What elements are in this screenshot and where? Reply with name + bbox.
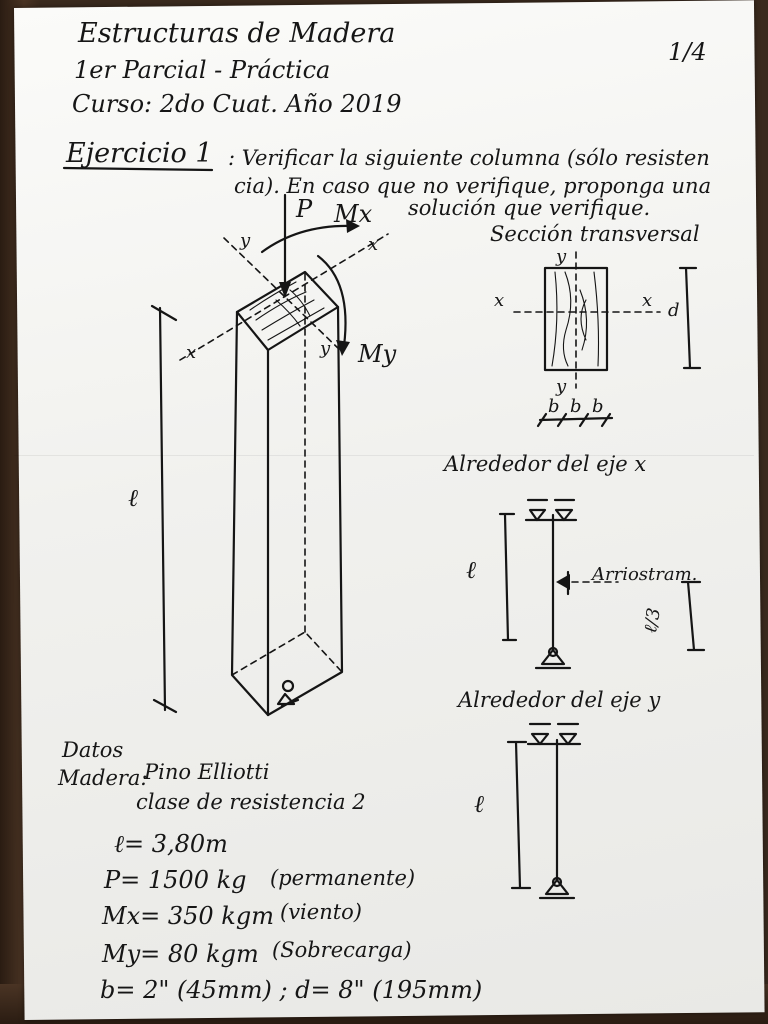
axis-y-bottom-label: y: [320, 338, 331, 359]
axis-x-support-diagram: [498, 498, 706, 670]
my-note: (Sobrecarga): [272, 938, 412, 962]
my-value: My= 80 kgm: [102, 940, 259, 968]
axis-x-length-label: ℓ: [466, 556, 476, 584]
exercise-text-line2: cia). En caso que no verifique, proponga…: [234, 174, 712, 198]
data-heading: Datos: [62, 738, 124, 762]
dimensions-value: b= 2" (45mm) ; d= 8" (195mm): [100, 976, 483, 1004]
column-length-label: ℓ: [128, 484, 138, 512]
column-drawing: [150, 193, 389, 717]
exercise-underline: [62, 166, 214, 172]
exam-title: 1er Parcial - Práctica: [74, 56, 331, 84]
length-value: ℓ= 3,80m: [114, 830, 228, 858]
section-y-bottom: y: [556, 376, 567, 397]
load-p-label: P: [296, 195, 313, 223]
bracing-label: Arriostram.: [592, 564, 698, 585]
axis-x-bottom-label: x: [186, 342, 197, 363]
section-d-label: d: [668, 300, 680, 321]
axis-y-length-label: ℓ: [474, 790, 484, 818]
moment-mx-label: Mx: [334, 200, 373, 228]
paper-fold: [14, 455, 754, 456]
axis-x-diagram-title: Alrededor del eje x: [444, 452, 647, 476]
third-length-label: ℓ/3: [639, 606, 666, 635]
moment-my-label: My: [358, 340, 397, 368]
exercise-text-line3: solución que verifique.: [408, 196, 651, 220]
mx-value: Mx= 350 kgm: [102, 902, 274, 930]
section-x-left: x: [494, 290, 505, 311]
section-x-right: x: [642, 290, 653, 311]
load-note: (permanente): [270, 866, 416, 890]
wood-class: clase de resistencia 2: [136, 790, 366, 814]
cross-section-drawing: [513, 251, 702, 428]
wood-species: Pino Elliotti: [144, 760, 270, 784]
load-value: P= 1500 kg: [104, 866, 247, 894]
section-b-label-3: b: [592, 396, 604, 417]
page-number: 1/4: [668, 38, 707, 66]
course-title: Estructuras de Madera: [78, 18, 396, 49]
wood-label: Madera:: [58, 766, 148, 790]
axis-y-support-diagram: [506, 722, 582, 900]
course-term: Curso: 2do Cuat. Año 2019: [72, 90, 402, 118]
section-title: Sección transversal: [490, 222, 700, 246]
section-b-label-2: b: [570, 396, 582, 417]
section-b-label-1: b: [548, 396, 560, 417]
section-y-top: y: [556, 246, 567, 267]
axis-y-diagram-title: Alrededor del eje y: [458, 688, 661, 712]
mx-note: (viento): [280, 900, 363, 924]
axis-x-top-label: x: [368, 234, 379, 255]
exercise-heading: Ejercicio 1: [66, 138, 213, 169]
axis-y-top-label: y: [240, 230, 251, 251]
exercise-text-line1: : Verificar la siguiente columna (sólo r…: [228, 146, 710, 170]
